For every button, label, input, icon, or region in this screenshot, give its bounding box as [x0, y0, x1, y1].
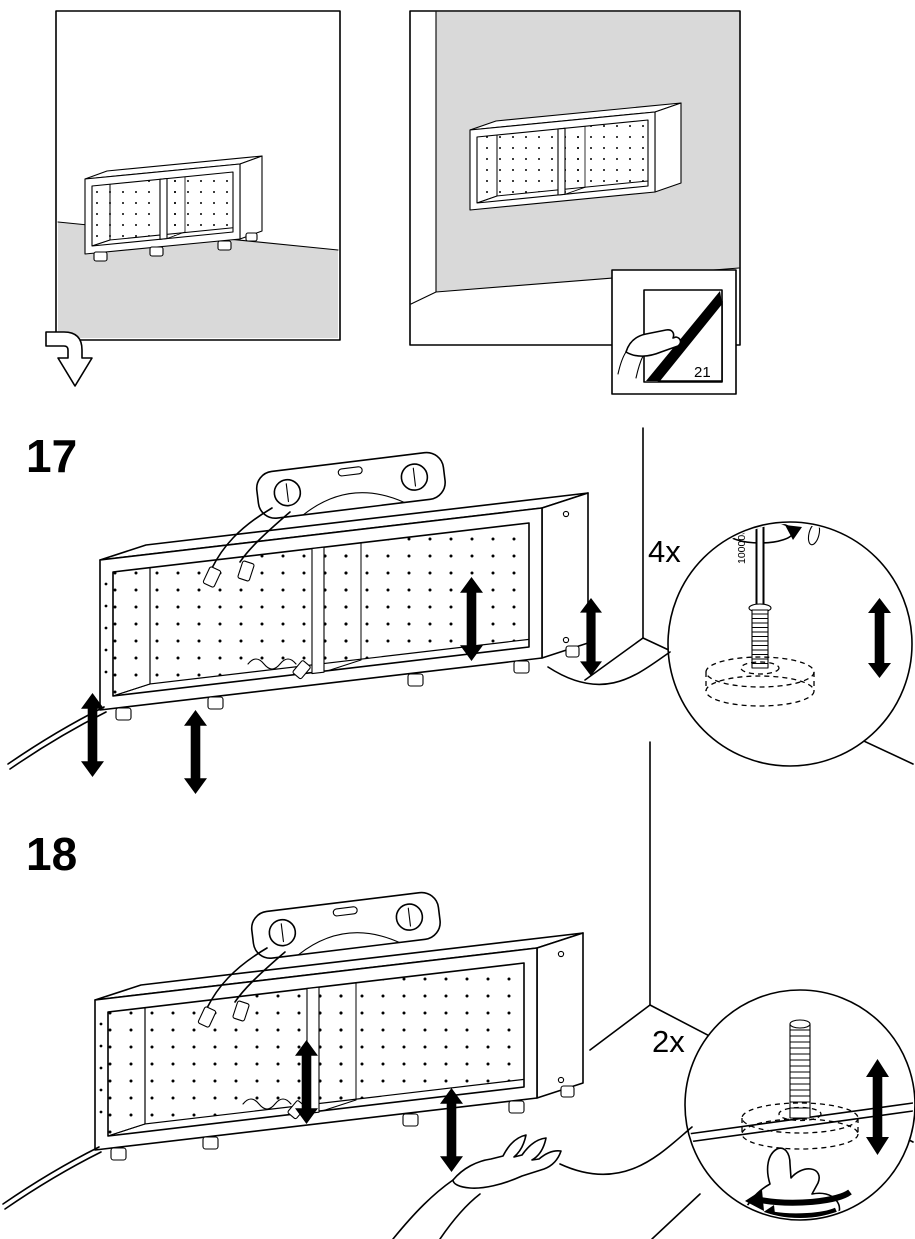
- cabinet-foot: [149, 246, 164, 257]
- cabinet-foot: [245, 232, 258, 242]
- step-number: 17: [26, 430, 77, 482]
- floor-shading: [58, 222, 338, 338]
- keyhole-slot: [807, 524, 821, 546]
- foot-outline-dashed: [705, 656, 815, 707]
- leg-screw: [751, 609, 769, 669]
- step-number: 18: [26, 828, 77, 880]
- cabinet-on-wall: [469, 102, 682, 211]
- height-adjust-arrow-icon: [184, 710, 207, 794]
- hand-icon: [617, 329, 682, 379]
- detail-circle: [667, 521, 913, 767]
- step-17: 17 4x 100006: [0, 427, 914, 812]
- tool-part-number: 100006: [736, 529, 748, 564]
- hand-icon: [392, 1134, 562, 1239]
- height-adjust-arrow-icon: [81, 693, 104, 777]
- continue-down-arrow-icon: [45, 331, 93, 387]
- overview-row: 21: [45, 10, 741, 395]
- page-folded-corner: [657, 300, 723, 382]
- page-fold-curl: [646, 291, 722, 381]
- rotation-arrowhead-icon: [745, 1190, 764, 1211]
- detail-leader-line: [547, 651, 671, 686]
- height-adjust-arrow-icon: [440, 1088, 463, 1172]
- foot-outline-dashed: [741, 1102, 859, 1150]
- detail-leader-line: [559, 1126, 693, 1176]
- wall-scene-panel: 21: [409, 10, 741, 395]
- page-number: 21: [694, 364, 711, 381]
- rotation-arrowhead-icon: [785, 525, 802, 540]
- cabinet-on-floor: [84, 155, 263, 262]
- cabinet-foot: [217, 240, 232, 251]
- quantity-label: 2x: [652, 1024, 685, 1059]
- cabinet-foot: [93, 251, 108, 262]
- step-18: 18 2x: [0, 812, 915, 1239]
- page-flip-icon: 21: [611, 269, 737, 395]
- floor-scene-panel: [55, 10, 341, 341]
- leg-screw: [789, 1019, 811, 1119]
- foot-adjustment-detail: 100006: [705, 524, 891, 707]
- quantity-label: 4x: [648, 534, 681, 569]
